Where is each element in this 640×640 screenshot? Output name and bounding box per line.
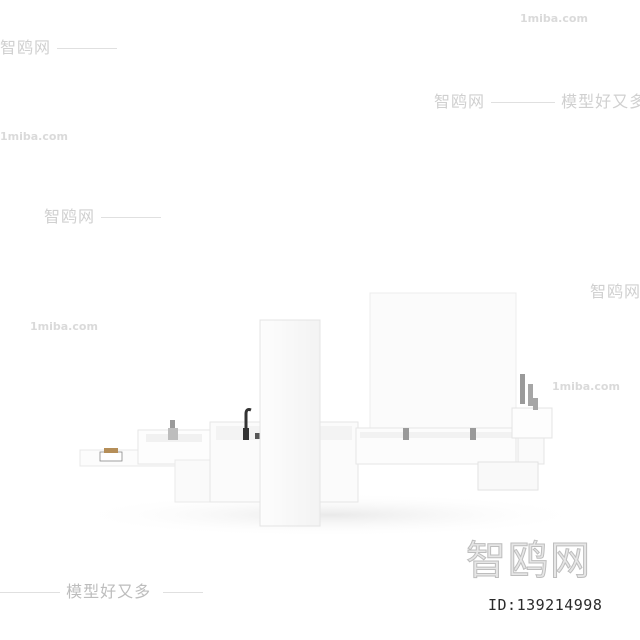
soap-bar	[104, 448, 118, 453]
counter-top	[360, 432, 512, 438]
counter-faucet-1	[403, 428, 409, 440]
right-faucet-3	[533, 398, 538, 410]
soap-dish	[99, 451, 123, 462]
tub-handle	[255, 433, 260, 439]
watermark-slogan-bottom: 模型好又多	[0, 578, 204, 602]
watermark-logo: 智鸥网	[466, 538, 592, 585]
watermark-brand-slogan-top: 智鸥网 模型好又多	[434, 92, 640, 111]
image-id-label: ID:139214998	[488, 596, 603, 614]
watermark-site-left: 1miba.com	[0, 130, 68, 143]
right-basin	[511, 407, 553, 439]
counter-faucet-2	[470, 428, 476, 440]
tall-column	[259, 319, 321, 527]
watermark-site-right: 1miba.com	[552, 380, 620, 393]
mirror-panel	[369, 292, 517, 432]
right-faucet-2	[528, 384, 533, 406]
watermark-site-top-right: 1miba.com	[520, 12, 588, 25]
watermark-brand-mid-left: 智鸥网	[44, 203, 162, 227]
watermark-brand-top-left: 智鸥网	[0, 34, 118, 58]
left-faucet-base	[168, 428, 178, 440]
watermark-site-mid-left: 1miba.com	[30, 320, 98, 333]
floor-shadow	[70, 493, 590, 537]
watermark-brand-right: 智鸥网	[590, 282, 640, 301]
right-lower-block	[477, 461, 539, 491]
tub-faucet	[244, 408, 252, 440]
right-pedestal	[517, 437, 545, 465]
left-faucet	[170, 420, 175, 434]
tub-faucet-base	[243, 428, 249, 440]
right-faucet-1	[520, 374, 525, 404]
